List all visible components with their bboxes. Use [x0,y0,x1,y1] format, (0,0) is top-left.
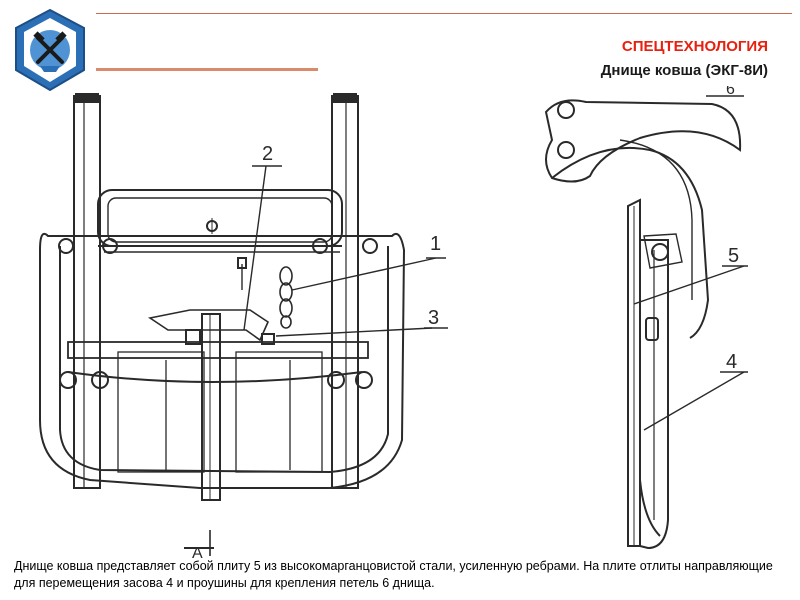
header-rule-accent [96,68,318,71]
bucket-bottom-drawing: 2 1 3 5 4 6 A [0,81,800,562]
callout-3: 3 [428,307,439,329]
description-caption: Днище ковша представляет собой плиту 5 и… [14,559,773,590]
front-view [39,93,448,556]
side-view [544,95,748,550]
callout-5: 5 [728,245,739,267]
callout-1: 1 [430,233,441,255]
callout-4: 4 [726,351,737,373]
institution-logo [12,8,88,92]
callout-6: 6 [726,86,735,98]
header-rule-top [96,13,792,14]
page-title: СПЕЦТЕХНОЛОГИЯ [621,38,768,55]
page-subtitle: Днище ковша (ЭКГ-8И) [600,62,768,79]
callout-2: 2 [262,143,273,165]
section-mark-a: A [192,545,203,560]
